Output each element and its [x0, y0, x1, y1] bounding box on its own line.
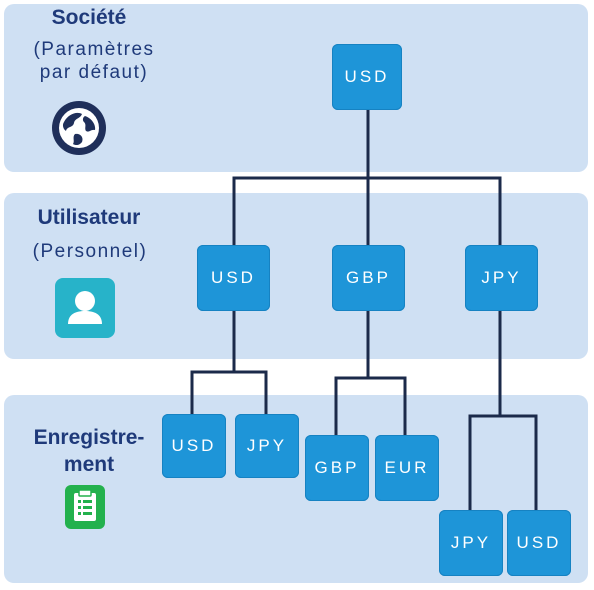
node-record-usd-2: USD — [507, 510, 571, 576]
node-record-usd-1: USD — [162, 414, 226, 478]
node-record-eur: EUR — [375, 435, 439, 501]
user-tier-title: Utilisateur — [37, 206, 141, 229]
company-subtitle-line-2: par défaut) — [39, 62, 149, 83]
company-tier-title: Société — [51, 6, 127, 29]
node-user-jpy: JPY — [465, 245, 538, 311]
company-tier-band — [4, 4, 588, 172]
company-subtitle-line-1: (Paramètres — [33, 39, 155, 60]
globe-icon — [52, 101, 106, 155]
node-company-usd: USD — [332, 44, 402, 110]
record-tier-title: Enregistre- ment — [14, 424, 164, 478]
node-user-usd: USD — [197, 245, 270, 311]
node-record-jpy-2: JPY — [439, 510, 503, 576]
clipboard-icon — [65, 485, 105, 529]
node-user-gbp: GBP — [332, 245, 405, 311]
record-title-line-2: ment — [63, 453, 115, 476]
company-tier-subtitle: (Paramètres par défaut) — [14, 38, 174, 84]
user-icon — [55, 278, 115, 338]
node-record-gbp: GBP — [305, 435, 369, 501]
user-tier-subtitle: (Personnel) — [32, 241, 148, 262]
node-record-jpy-1: JPY — [235, 414, 299, 478]
record-title-line-1: Enregistre- — [33, 426, 145, 449]
